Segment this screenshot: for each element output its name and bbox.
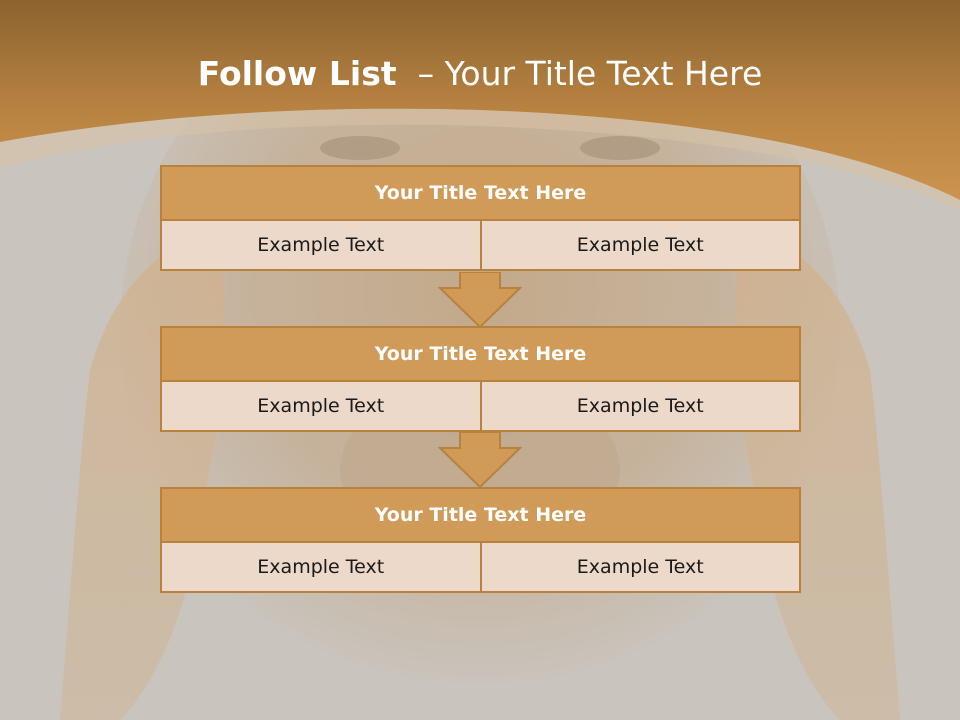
block-cell-right: Example Text xyxy=(481,221,801,271)
down-arrow-icon xyxy=(438,272,522,328)
follow-block-1: Your Title Text Here Example Text Exampl… xyxy=(160,165,801,271)
block-title: Your Title Text Here xyxy=(160,165,801,221)
block-cell-left: Example Text xyxy=(160,221,482,271)
follow-block-3: Your Title Text Here Example Text Exampl… xyxy=(160,487,801,593)
block-cell-right: Example Text xyxy=(481,382,801,432)
block-cell-left: Example Text xyxy=(160,543,482,593)
block-cell-right: Example Text xyxy=(481,543,801,593)
block-title: Your Title Text Here xyxy=(160,487,801,543)
block-row: Example Text Example Text xyxy=(160,382,801,432)
slide-title-bold: Follow List xyxy=(197,54,397,93)
slide-title-rest: – Your Title Text Here xyxy=(396,54,763,93)
slide-title: Follow List – Your Title Text Here xyxy=(0,52,960,96)
block-row: Example Text Example Text xyxy=(160,221,801,271)
block-cell-left: Example Text xyxy=(160,382,482,432)
block-title: Your Title Text Here xyxy=(160,326,801,382)
down-arrow-icon xyxy=(438,432,522,488)
follow-block-2: Your Title Text Here Example Text Exampl… xyxy=(160,326,801,432)
header-band xyxy=(0,0,960,210)
block-row: Example Text Example Text xyxy=(160,543,801,593)
